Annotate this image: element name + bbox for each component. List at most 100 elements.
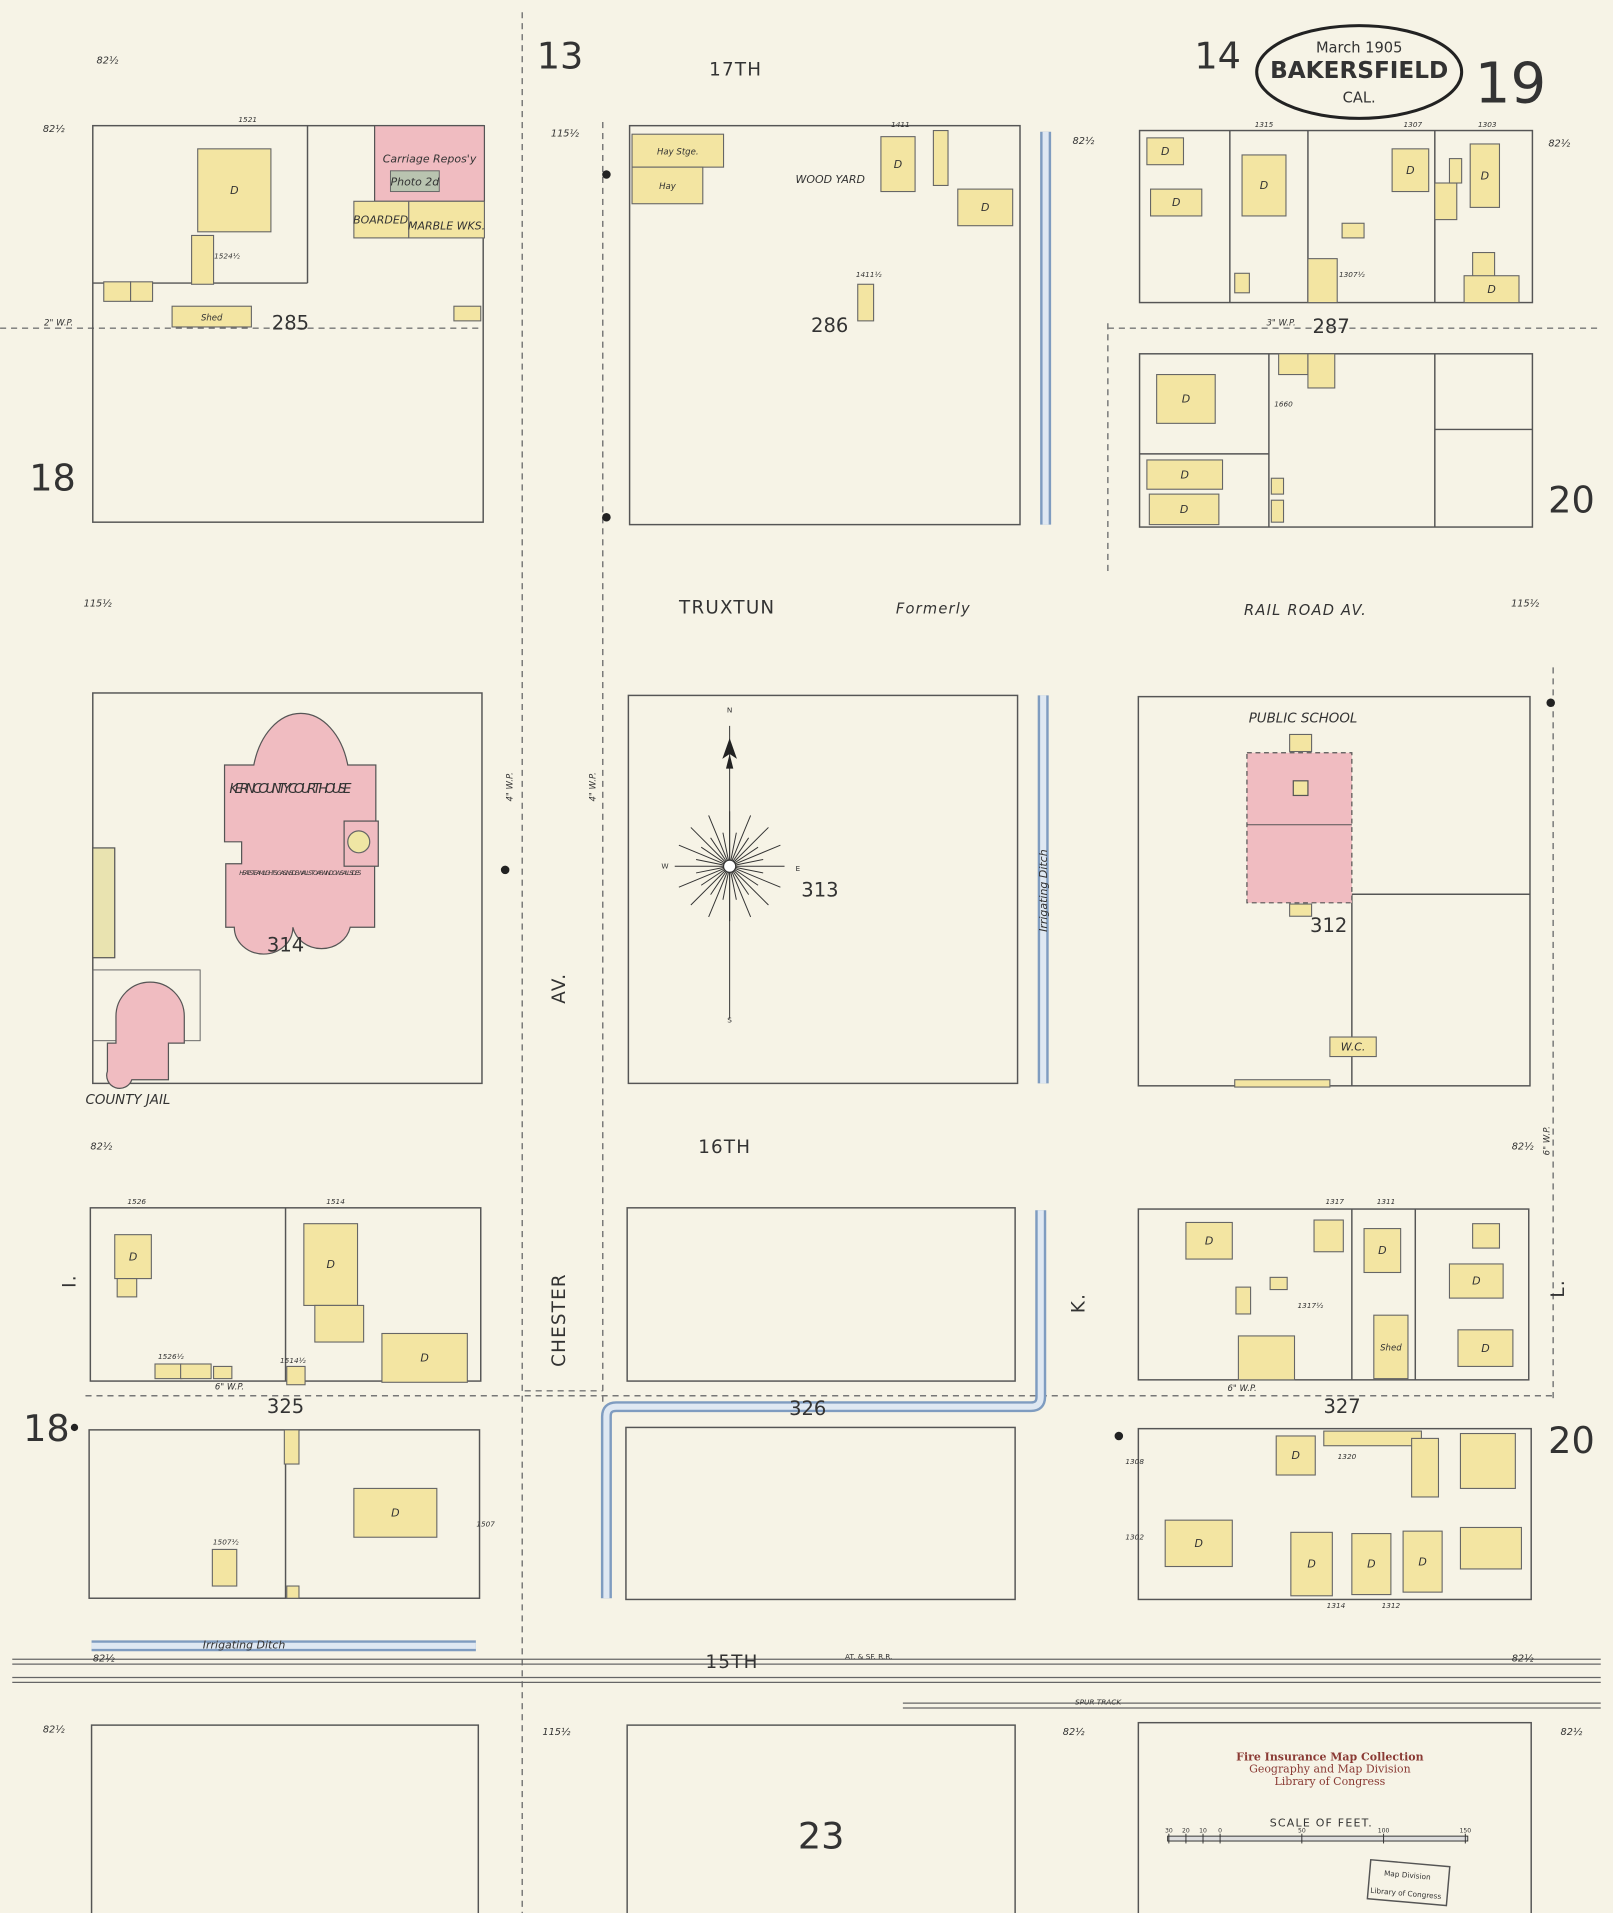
scale-tick-label: 0: [1218, 1827, 1222, 1834]
water-main-label: 3" W.P.: [1266, 319, 1295, 329]
compass-ray: [729, 866, 752, 918]
block-number-286: 286: [811, 314, 848, 337]
street-formerly: Formerly: [896, 601, 971, 618]
building-outbuilding: [1278, 353, 1309, 376]
compass-ray: [690, 865, 730, 906]
building-label: Shed: [201, 313, 223, 323]
sheet-ref-20-lower[interactable]: 20: [1548, 1419, 1595, 1462]
building-label: D: [129, 1250, 137, 1263]
compass-ray: [729, 815, 752, 867]
building-d: D: [1448, 1263, 1504, 1299]
dimension-label: 82½: [1512, 1653, 1534, 1665]
building-outbuilding: [1313, 1219, 1344, 1253]
building-d: D: [957, 188, 1014, 227]
house-number: 1660: [1274, 399, 1293, 408]
scale-tick-label: 10: [1199, 1827, 1207, 1834]
block-number-285: 285: [272, 311, 309, 334]
building-d: D: [1363, 1228, 1402, 1274]
block-number-314: 314: [267, 934, 304, 957]
street-names: 17TH TRUXTUN Formerly RAIL ROAD AV. 16TH…: [60, 60, 1569, 1707]
building-d: D: [353, 1487, 438, 1538]
building-outbuilding: [1472, 251, 1496, 278]
dimension-label: 82½: [90, 1140, 112, 1152]
building-outbuilding: [286, 1365, 306, 1386]
building-outbuilding: [1434, 182, 1458, 221]
dimension-label: 82½: [1548, 137, 1570, 149]
house-number: 1521: [238, 115, 257, 124]
compass-ray: [729, 827, 769, 867]
house-number: 1317: [1325, 1197, 1344, 1206]
block-number-313: 313: [801, 879, 838, 902]
building-outbuilding: [314, 1304, 365, 1343]
city-name: BAKERSFIELD: [1270, 57, 1448, 84]
building-shed: Shed: [171, 305, 252, 328]
irrigating-ditch-vertical-label: Irrigating Ditch: [1037, 849, 1050, 932]
railroad-tracks: [12, 1658, 1601, 1709]
compass-rose-icon: N S E W: [661, 705, 800, 1024]
building-label: D: [1481, 169, 1489, 182]
building-outbuilding: [103, 281, 132, 302]
street-lines: [0, 12, 1601, 1913]
building-d: D: [1156, 373, 1216, 424]
building-outbuilding: [191, 234, 215, 285]
building-d: D: [114, 1234, 152, 1280]
building-label: Shed: [1380, 1344, 1402, 1354]
wood-yard-label: WOOD YARD: [796, 173, 865, 186]
sheet-ref-23[interactable]: 23: [798, 1814, 845, 1857]
compass-ray: [729, 844, 781, 867]
building-label: D: [1205, 1234, 1213, 1247]
sheet-ref-20-upper[interactable]: 20: [1548, 478, 1595, 521]
block-number-287: 287: [1312, 315, 1349, 338]
street-k: K.: [1069, 1293, 1090, 1313]
house-number: 1317½: [1298, 1301, 1324, 1310]
sheet-ref-14[interactable]: 14: [1194, 34, 1241, 77]
water-main-label: 6" W.P.: [215, 1383, 244, 1393]
scale-tick-label: 150: [1459, 1827, 1471, 1834]
water-main-label: 6" W.P.: [1542, 1126, 1552, 1155]
building-outbuilding: [1448, 158, 1463, 184]
county-jail-label: COUNTY JAIL: [85, 1093, 170, 1108]
sheet-ref-18-upper[interactable]: 18: [29, 456, 76, 499]
building-d: D: [1241, 154, 1287, 217]
building-d: D: [1290, 1531, 1333, 1597]
building-outbuilding: [453, 305, 482, 322]
court-house-note: HEAT: STEAM. LIGHTS: GAS. INSIDE WALLS T…: [239, 870, 361, 877]
building-label: D: [1260, 179, 1268, 192]
house-number: 1507½: [213, 1538, 239, 1547]
public-school: PUBLIC SCHOOL: [1246, 711, 1357, 917]
building-d: D: [1149, 188, 1203, 217]
sheet-ref-18-lower[interactable]: 18: [23, 1407, 70, 1450]
library-credit: Fire Insurance Map Collection Geography …: [1236, 1750, 1423, 1787]
building-outbuilding: [1323, 1430, 1422, 1447]
building-label: D: [391, 1506, 399, 1519]
compass-ray: [729, 865, 781, 888]
building-shed: Shed: [1373, 1314, 1409, 1380]
building-outbuilding: [1235, 1286, 1252, 1315]
adjoining-sheet-refs: 13 14 18 20 18 20 23: [23, 34, 1595, 1857]
sheet-ref-13[interactable]: 13: [537, 34, 584, 77]
dimension-label: 82½: [93, 1653, 115, 1665]
building-label: D: [420, 1352, 428, 1365]
hydrant-markers: [70, 170, 1555, 1441]
water-main-label: 2" W.P.: [44, 319, 73, 329]
building-d: D: [1469, 143, 1501, 208]
credit-line-2: Geography and Map Division: [1249, 1763, 1411, 1776]
dimension-label: 82½: [1512, 1140, 1534, 1152]
building-d: D: [1391, 148, 1430, 193]
carriage-label: Carriage Repos'y: [383, 152, 477, 165]
street-i: I.: [60, 1274, 81, 1288]
house-number: 1507: [476, 1519, 495, 1528]
railroad-label: AT. & SF. R.R.: [845, 1652, 892, 1661]
compass-ray: [708, 815, 731, 867]
building-outbuilding: [1341, 222, 1365, 239]
block-number-325: 325: [267, 1395, 304, 1418]
building-outbuilding: [130, 281, 154, 302]
street-l: L.: [1548, 1279, 1569, 1297]
building-label: D: [1487, 283, 1495, 296]
building-outbuilding: [857, 283, 875, 322]
